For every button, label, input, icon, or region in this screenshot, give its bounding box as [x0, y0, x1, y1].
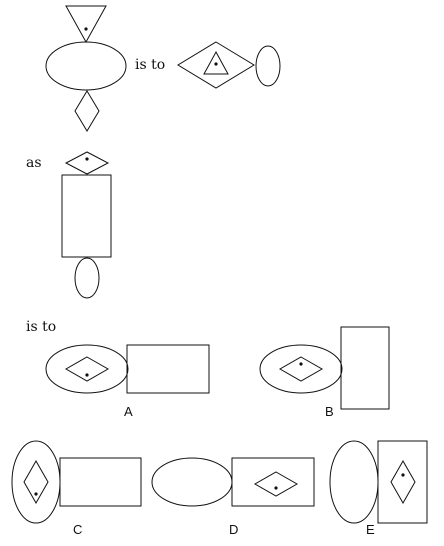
option-c-ellipse [11, 440, 61, 524]
option-a-diamond-dot [85, 373, 89, 377]
figure-1-triangle-dot [84, 27, 88, 31]
option-b-label: B [325, 404, 334, 419]
is-to-label-1: is to [135, 57, 165, 73]
option-a-diamond [64, 356, 110, 382]
figure-3-rectangle [61, 174, 112, 258]
figure-1-ellipse [45, 41, 127, 91]
option-c-rectangle [59, 457, 142, 507]
option-d-label: D [229, 522, 238, 537]
option-d-diamond-dot [274, 486, 278, 490]
option-e-label: E [366, 522, 375, 537]
figure-2 [177, 41, 281, 89]
is-to-label-2: is to [26, 319, 56, 335]
option-c-diamond [23, 459, 49, 505]
option-a-ellipse [45, 344, 129, 394]
option-d-diamond [253, 471, 299, 497]
figure-3-diamond [64, 151, 110, 175]
figure-1 [45, 5, 127, 132]
option-a-label: A [124, 404, 133, 419]
option-e-diamond-dot [401, 473, 405, 477]
option-b-ellipse [259, 344, 343, 394]
figure-3-diamond-dot [85, 157, 89, 161]
option-a-rectangle [126, 344, 210, 394]
figure-3 [61, 151, 112, 299]
figure-2-ellipse [255, 45, 281, 87]
figure-2-triangle-dot [214, 62, 218, 66]
option-d[interactable]: D [151, 457, 315, 537]
figure-2-diamond [177, 41, 255, 89]
option-a[interactable]: A [45, 344, 210, 419]
option-b-diamond-dot [299, 362, 303, 366]
option-b[interactable]: B [259, 326, 390, 419]
option-b-diamond [278, 356, 324, 382]
option-d-rectangle [231, 457, 315, 507]
option-e[interactable]: E [329, 440, 428, 537]
option-c[interactable]: C [11, 440, 142, 537]
figure-3-ellipse [74, 257, 100, 299]
option-e-diamond [390, 459, 416, 505]
option-d-ellipse [151, 457, 233, 507]
option-e-ellipse [329, 440, 379, 524]
option-c-diamond-dot [34, 492, 38, 496]
figure-1-diamond [74, 90, 100, 132]
as-label: as [26, 155, 42, 171]
option-e-rectangle [377, 440, 428, 524]
option-b-rectangle [340, 326, 390, 410]
option-c-label: C [73, 522, 82, 537]
figure-2-triangle-up [203, 50, 229, 75]
figure-1-triangle-down [65, 5, 107, 44]
